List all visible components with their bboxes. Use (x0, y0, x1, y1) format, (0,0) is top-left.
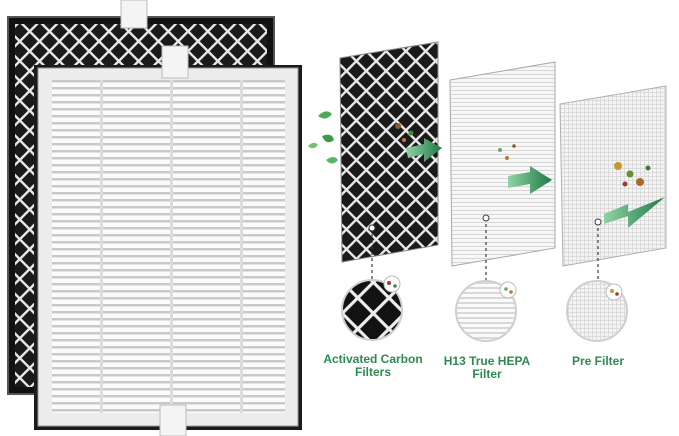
particle (645, 165, 651, 171)
hepa-filter-pull-tab-top (161, 45, 189, 79)
particle (509, 290, 513, 294)
leader-dot (482, 214, 490, 222)
leaf-icon (326, 157, 338, 164)
particle (626, 170, 634, 178)
leader-dot (594, 218, 602, 226)
carbon-filter-caption: Activated Carbon Filters (316, 353, 430, 379)
particle (505, 156, 509, 160)
carbon-filter-pull-tab (120, 0, 148, 29)
magnifier-badge (499, 281, 517, 299)
leaf-icon-group (308, 111, 338, 164)
carbon-magnifier-lens (341, 279, 403, 341)
pre-filter-layer-sheet (559, 85, 667, 267)
magnifier-badge (383, 275, 401, 293)
carbon-magnifier (341, 275, 403, 341)
caption-line: H13 True HEPA (443, 354, 531, 368)
airflow-arrow-icon (604, 197, 665, 228)
particle (504, 287, 508, 291)
airflow-arrow-icon (406, 138, 442, 162)
particle (610, 289, 614, 293)
hepa-filter-rib-3 (240, 80, 243, 413)
particle (498, 148, 502, 152)
hepa-magnifier-lens (455, 280, 517, 342)
carbon-layer-panel (339, 41, 439, 263)
particle (408, 130, 414, 136)
particle (512, 144, 516, 148)
particle (387, 281, 391, 285)
hepa-filter-rib-2 (170, 80, 173, 413)
particle (615, 292, 619, 296)
magnifier-badge (605, 283, 623, 301)
caption-line: Pre Filter (571, 354, 625, 368)
particle (402, 138, 406, 142)
particle (622, 181, 628, 187)
leader-dot (368, 224, 376, 232)
hepa-filter-rib-1 (100, 80, 103, 413)
pre-filter-layer-panel (559, 85, 667, 267)
hepa-filter-pull-tab-bottom (159, 404, 187, 436)
particle (395, 123, 401, 129)
leaf-icon (308, 142, 318, 149)
pre-filter-magnifier (566, 280, 628, 342)
hepa-layer-sheet (449, 61, 556, 267)
particle (636, 178, 644, 186)
leaf-icon (318, 111, 332, 119)
hepa-filter-caption: H13 True HEPA Filter (438, 355, 536, 381)
pre-filter-caption: Pre Filter (560, 355, 636, 368)
hepa-magnifier (455, 280, 517, 342)
carbon-layer-sheet (339, 41, 439, 263)
caption-line: Filter (472, 367, 502, 381)
particle (614, 162, 622, 170)
caption-line: Filters (354, 365, 391, 379)
caption-line: Activated Carbon (323, 352, 423, 366)
hepa-layer-panel (449, 61, 556, 267)
particle (393, 284, 397, 288)
hepa-filter-cartridge (34, 45, 302, 436)
hepa-filter-pleats (52, 80, 285, 413)
airflow-arrow-icon (508, 166, 552, 194)
leaf-icon (322, 134, 334, 143)
